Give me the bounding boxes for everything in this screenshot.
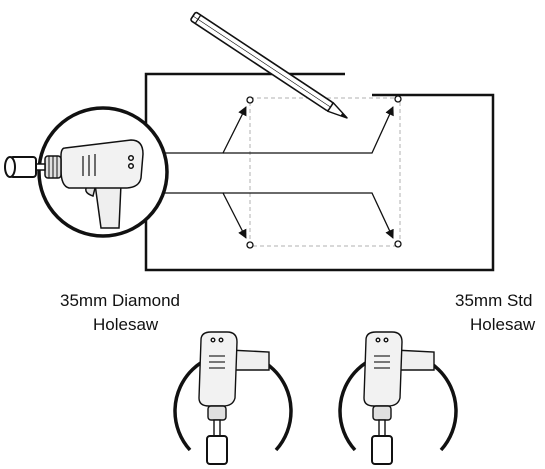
holesaw-label-std-line2: Holesaw bbox=[470, 315, 536, 334]
holesaw-label-diamond-line1: 35mm Diamond bbox=[60, 291, 180, 310]
leader-bottom-left bbox=[165, 192, 247, 239]
leader-lines bbox=[165, 106, 394, 239]
holesaw-label-std-line1: 35mm Std bbox=[455, 291, 533, 310]
holesaw-label-diamond-line2: Holesaw bbox=[93, 315, 159, 334]
drill-icon bbox=[363, 331, 435, 465]
hole-marker-bottom-left bbox=[246, 241, 254, 249]
drill-icon bbox=[4, 139, 144, 229]
leader-bottom-right bbox=[223, 192, 394, 239]
drill-callout-large bbox=[4, 106, 169, 238]
hole-markers bbox=[246, 95, 402, 249]
pencil-icon bbox=[190, 11, 349, 119]
leader-top-right bbox=[223, 106, 394, 154]
hole-pattern-guide bbox=[249, 97, 401, 247]
drill-icon bbox=[198, 331, 270, 465]
hole-marker-top-left bbox=[246, 96, 254, 104]
drill-callout-std bbox=[338, 331, 458, 465]
hole-marker-bottom-right bbox=[394, 240, 402, 248]
leader-top-left bbox=[165, 106, 247, 154]
hole-marker-top-right bbox=[394, 95, 402, 103]
drill-callout-diamond bbox=[173, 331, 293, 465]
